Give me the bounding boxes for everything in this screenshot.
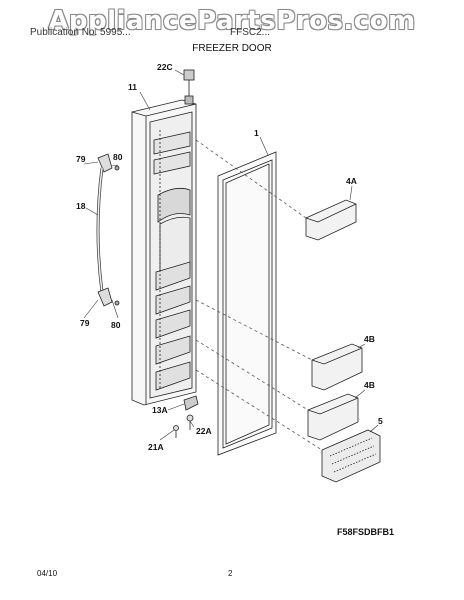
- callout-79-bottom: 79: [80, 318, 90, 328]
- publication-number: Publication No. 5995...: [30, 27, 131, 38]
- bottom-hinge: [173, 395, 199, 438]
- top-hinge: [183, 69, 195, 105]
- page-number: 2: [228, 569, 233, 578]
- callout-18: 18: [76, 201, 86, 211]
- callout-13a: 13A: [152, 405, 168, 415]
- door-panel: [131, 99, 197, 406]
- callout-22a: 22A: [196, 426, 212, 436]
- model-fragment: FFSC2...: [230, 27, 271, 38]
- callout-80-bottom: 80: [111, 320, 121, 330]
- watermark-logo: AppliancePartsPros.com: [48, 6, 416, 36]
- revision-date: 04/10: [37, 569, 58, 578]
- door-bin-4b-upper: [311, 343, 363, 391]
- callout-80-top: 80: [113, 152, 123, 162]
- door-gasket: [217, 151, 277, 456]
- ice-bin-5: [321, 429, 381, 483]
- door-bin-4b-lower: [307, 393, 359, 441]
- callout-5: 5: [378, 416, 383, 426]
- callout-4b-lower: 4B: [364, 380, 375, 390]
- door-bin-4a: [305, 199, 357, 241]
- callout-4a: 4A: [346, 176, 357, 186]
- callout-22c: 22C: [157, 62, 173, 72]
- callout-1: 1: [254, 128, 259, 138]
- page-title: FREEZER DOOR: [192, 43, 272, 54]
- callout-4b-upper: 4B: [364, 334, 375, 344]
- callout-79-top: 79: [76, 154, 86, 164]
- leader-lines: [195, 139, 323, 451]
- callout-11: 11: [128, 82, 137, 92]
- callout-21a: 21A: [148, 442, 164, 452]
- model-code: F58FSDBFB1: [337, 527, 395, 537]
- door-handle: [96, 153, 113, 307]
